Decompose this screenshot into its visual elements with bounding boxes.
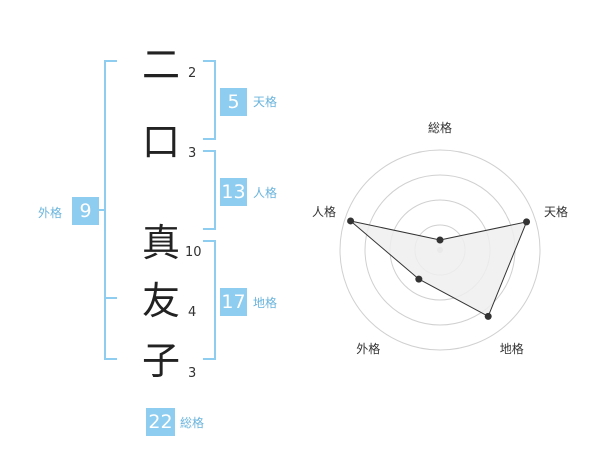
radar-axis-label-tenkaku: 天格	[544, 205, 569, 220]
radar-polygon	[350, 220, 528, 318]
gaikaku-connector	[94, 209, 106, 211]
chikaku-label: 地格	[253, 296, 278, 310]
stroke-count-4: 4	[188, 305, 197, 320]
stroke-count-2: 3	[188, 146, 197, 161]
radar-grid-ring	[339, 149, 541, 351]
radar-axis-label-jinkaku: 人格	[311, 205, 336, 220]
radar-point	[484, 312, 492, 320]
gaikaku-bracket-split	[104, 297, 117, 299]
radar-point	[436, 236, 444, 244]
radar-point	[415, 275, 423, 283]
soukaku-value: 22	[146, 408, 175, 436]
radar-point	[523, 218, 531, 226]
chikaku-value: 17	[220, 288, 247, 316]
stroke-count-1: 2	[188, 66, 197, 81]
radar-axis-label-soukaku: 総格	[428, 121, 453, 135]
jinkaku-value: 13	[220, 178, 247, 206]
radar-axis-label-gaikaku: 外格	[356, 341, 381, 356]
jinkaku-label: 人格	[253, 186, 278, 200]
stroke-count-5: 3	[188, 366, 197, 381]
name-char-4: 友	[142, 279, 181, 323]
stroke-count-3: 10	[185, 245, 202, 260]
soukaku-label: 総格	[180, 416, 205, 430]
name-char-1: 二	[142, 43, 181, 87]
tenkaku-bracket	[203, 60, 216, 140]
name-char-2: 口	[142, 120, 181, 164]
name-char-3: 真	[142, 221, 181, 265]
radar-axis-label-chikaku: 地格	[499, 341, 524, 356]
radar-point	[347, 217, 355, 225]
chikaku-bracket	[203, 240, 216, 360]
gaikaku-label: 外格	[38, 206, 63, 220]
gaikaku-value: 9	[72, 197, 99, 225]
tenkaku-label: 天格	[253, 95, 278, 109]
jinkaku-bracket	[203, 150, 216, 230]
name-char-5: 子	[142, 339, 181, 383]
tenkaku-value: 5	[220, 88, 247, 116]
